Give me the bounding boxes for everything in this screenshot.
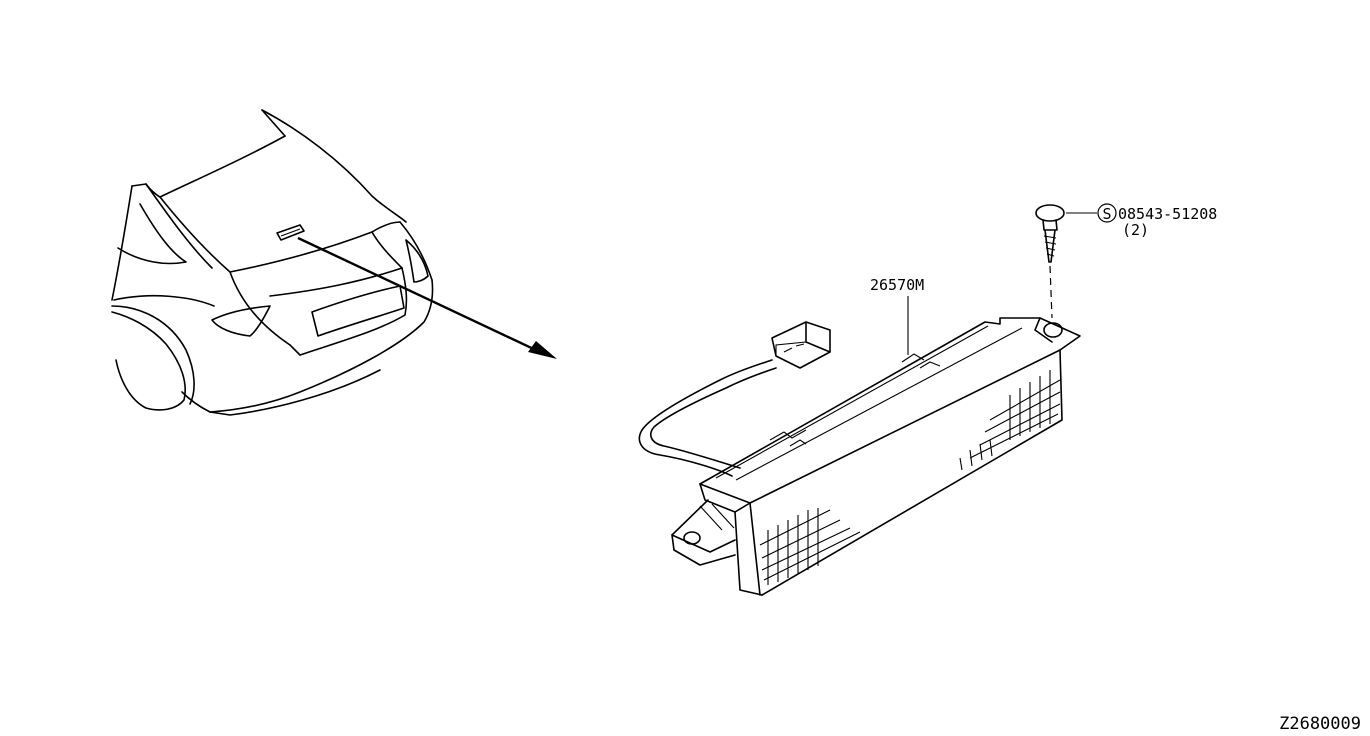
screw-part-number: 08543-51208: [1118, 205, 1217, 223]
s-symbol-circle: [1097, 203, 1117, 223]
pointer-arrow: [297, 236, 557, 359]
part-number-label: 26570M: [870, 276, 924, 294]
screw-symbol: S: [1102, 205, 1111, 223]
screw-quantity: (2): [1122, 221, 1149, 239]
car-rear-illustration: [111, 109, 434, 416]
high-mount-stop-lamp: [638, 317, 1081, 596]
diagram-code: Z2680009: [1279, 714, 1361, 734]
screw-icon: [1035, 204, 1065, 319]
